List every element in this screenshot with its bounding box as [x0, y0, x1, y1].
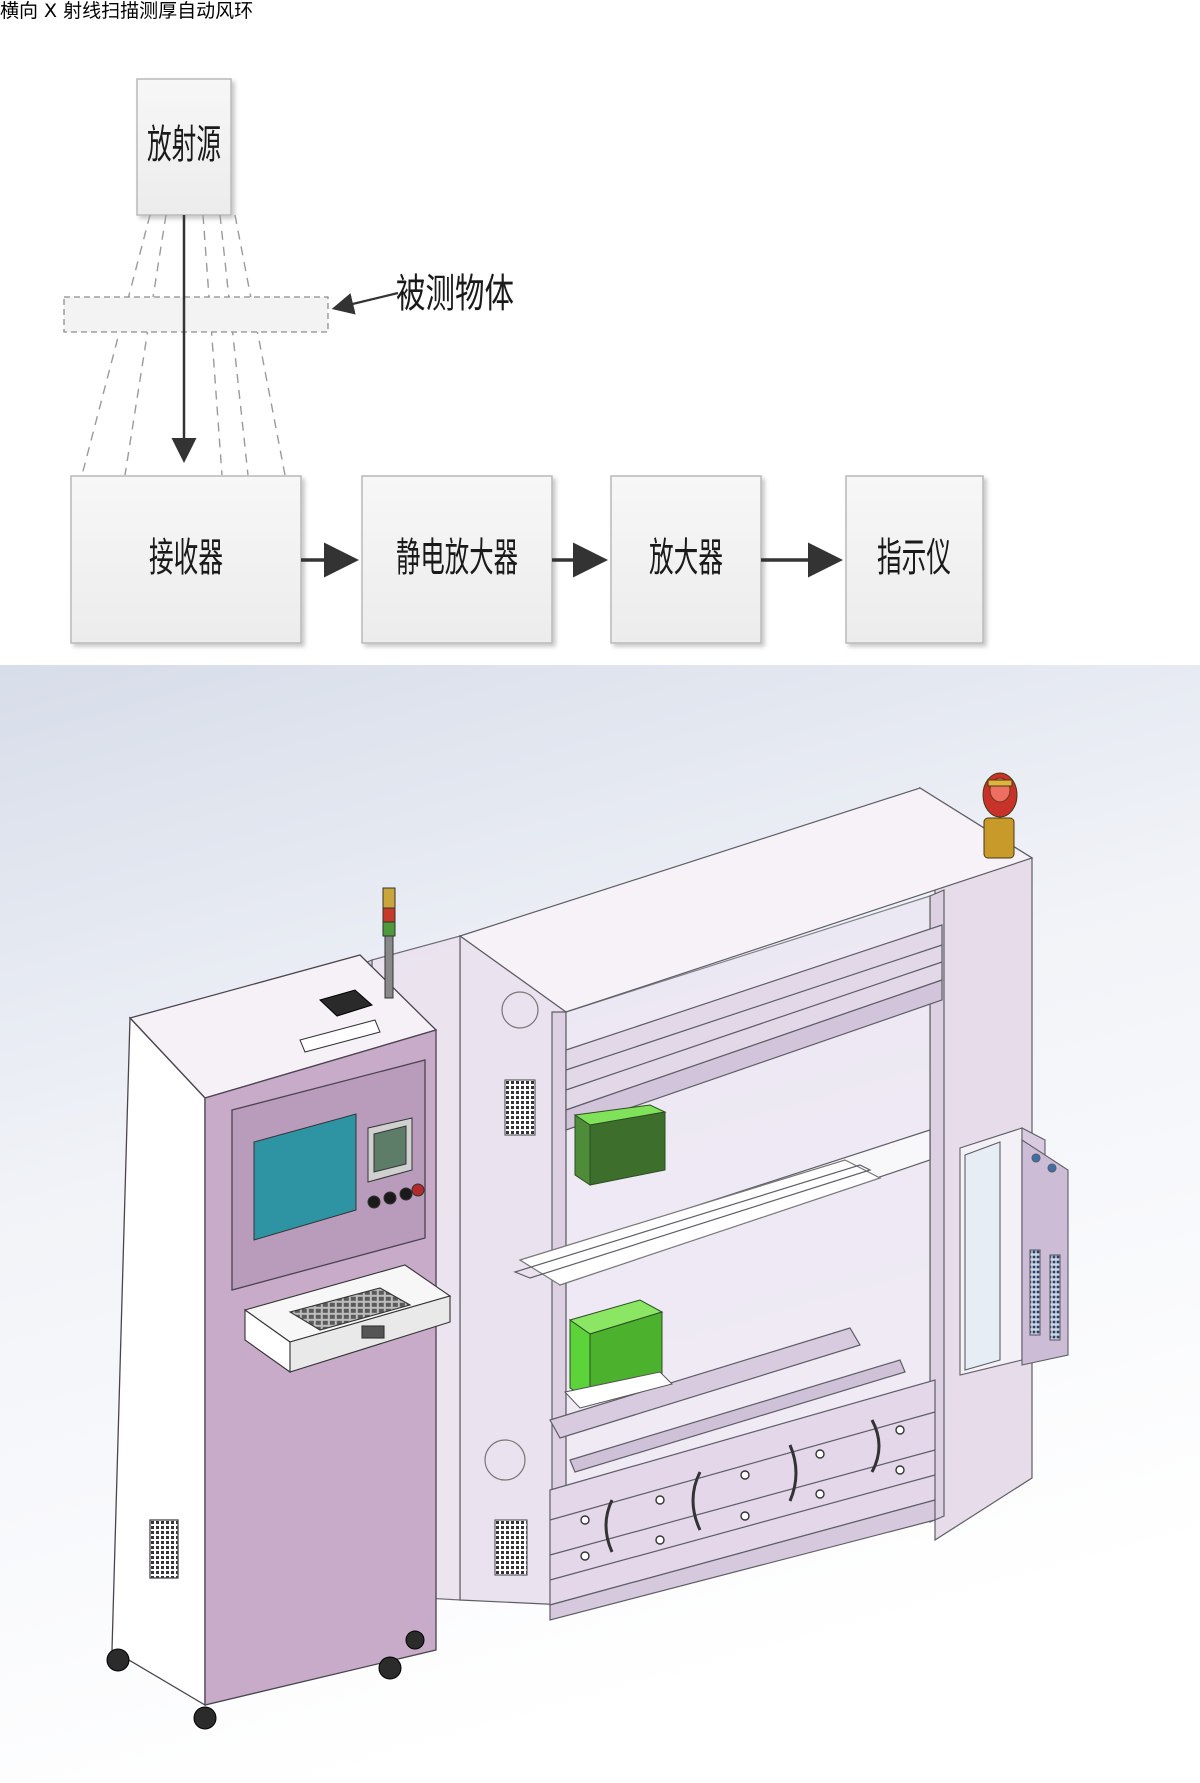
electrical-panel [959, 1127, 1069, 1376]
radiation-beams [81, 214, 286, 476]
indicator-label: 指示仪 [877, 535, 951, 581]
tower-light [382, 887, 396, 999]
chain-box-receiver: 接收器 [70, 475, 302, 644]
cabinet-top-pad [319, 989, 373, 1017]
keyboard-tray [243, 1264, 452, 1374]
chain-box-electrostatic-amplifier: 静电放大器 [361, 475, 553, 644]
cabinet-top-slot [299, 1019, 381, 1053]
radiation-source-label: 放射源 [147, 122, 221, 168]
scanner-frame [458, 786, 1034, 1621]
chain-box-indicator: 指示仪 [845, 475, 984, 644]
lower-beam-holes [580, 1425, 905, 1561]
receiver-label: 接收器 [149, 535, 223, 581]
measurement-block-diagram: 放射源 被测物体 接收器 静电放大器 放大器 指示仪 [63, 78, 984, 644]
warning-beacon [982, 772, 1018, 859]
lower-sensor-head [564, 1299, 673, 1409]
cabinet-buttons [367, 1183, 425, 1209]
cabinet-casters [106, 1630, 425, 1730]
upper-sensor-head [573, 1104, 667, 1186]
object-pointer-arrow [331, 291, 399, 315]
measured-object [63, 296, 329, 333]
amplifier-label: 放大器 [649, 535, 723, 581]
monitor-screen [253, 1113, 357, 1241]
equipment-3d-render [0, 665, 1200, 1783]
chain-box-amplifier: 放大器 [610, 475, 762, 644]
document-title: 横向 X 射线扫描测厚自动风环 [0, 0, 254, 22]
lower-beam-slots [604, 1419, 881, 1553]
hmi-panel [367, 1117, 413, 1183]
electrostatic-amplifier-label: 静电放大器 [396, 535, 518, 581]
measured-object-label: 被测物体 [396, 271, 514, 317]
radiation-source-box: 放射源 [136, 78, 232, 216]
